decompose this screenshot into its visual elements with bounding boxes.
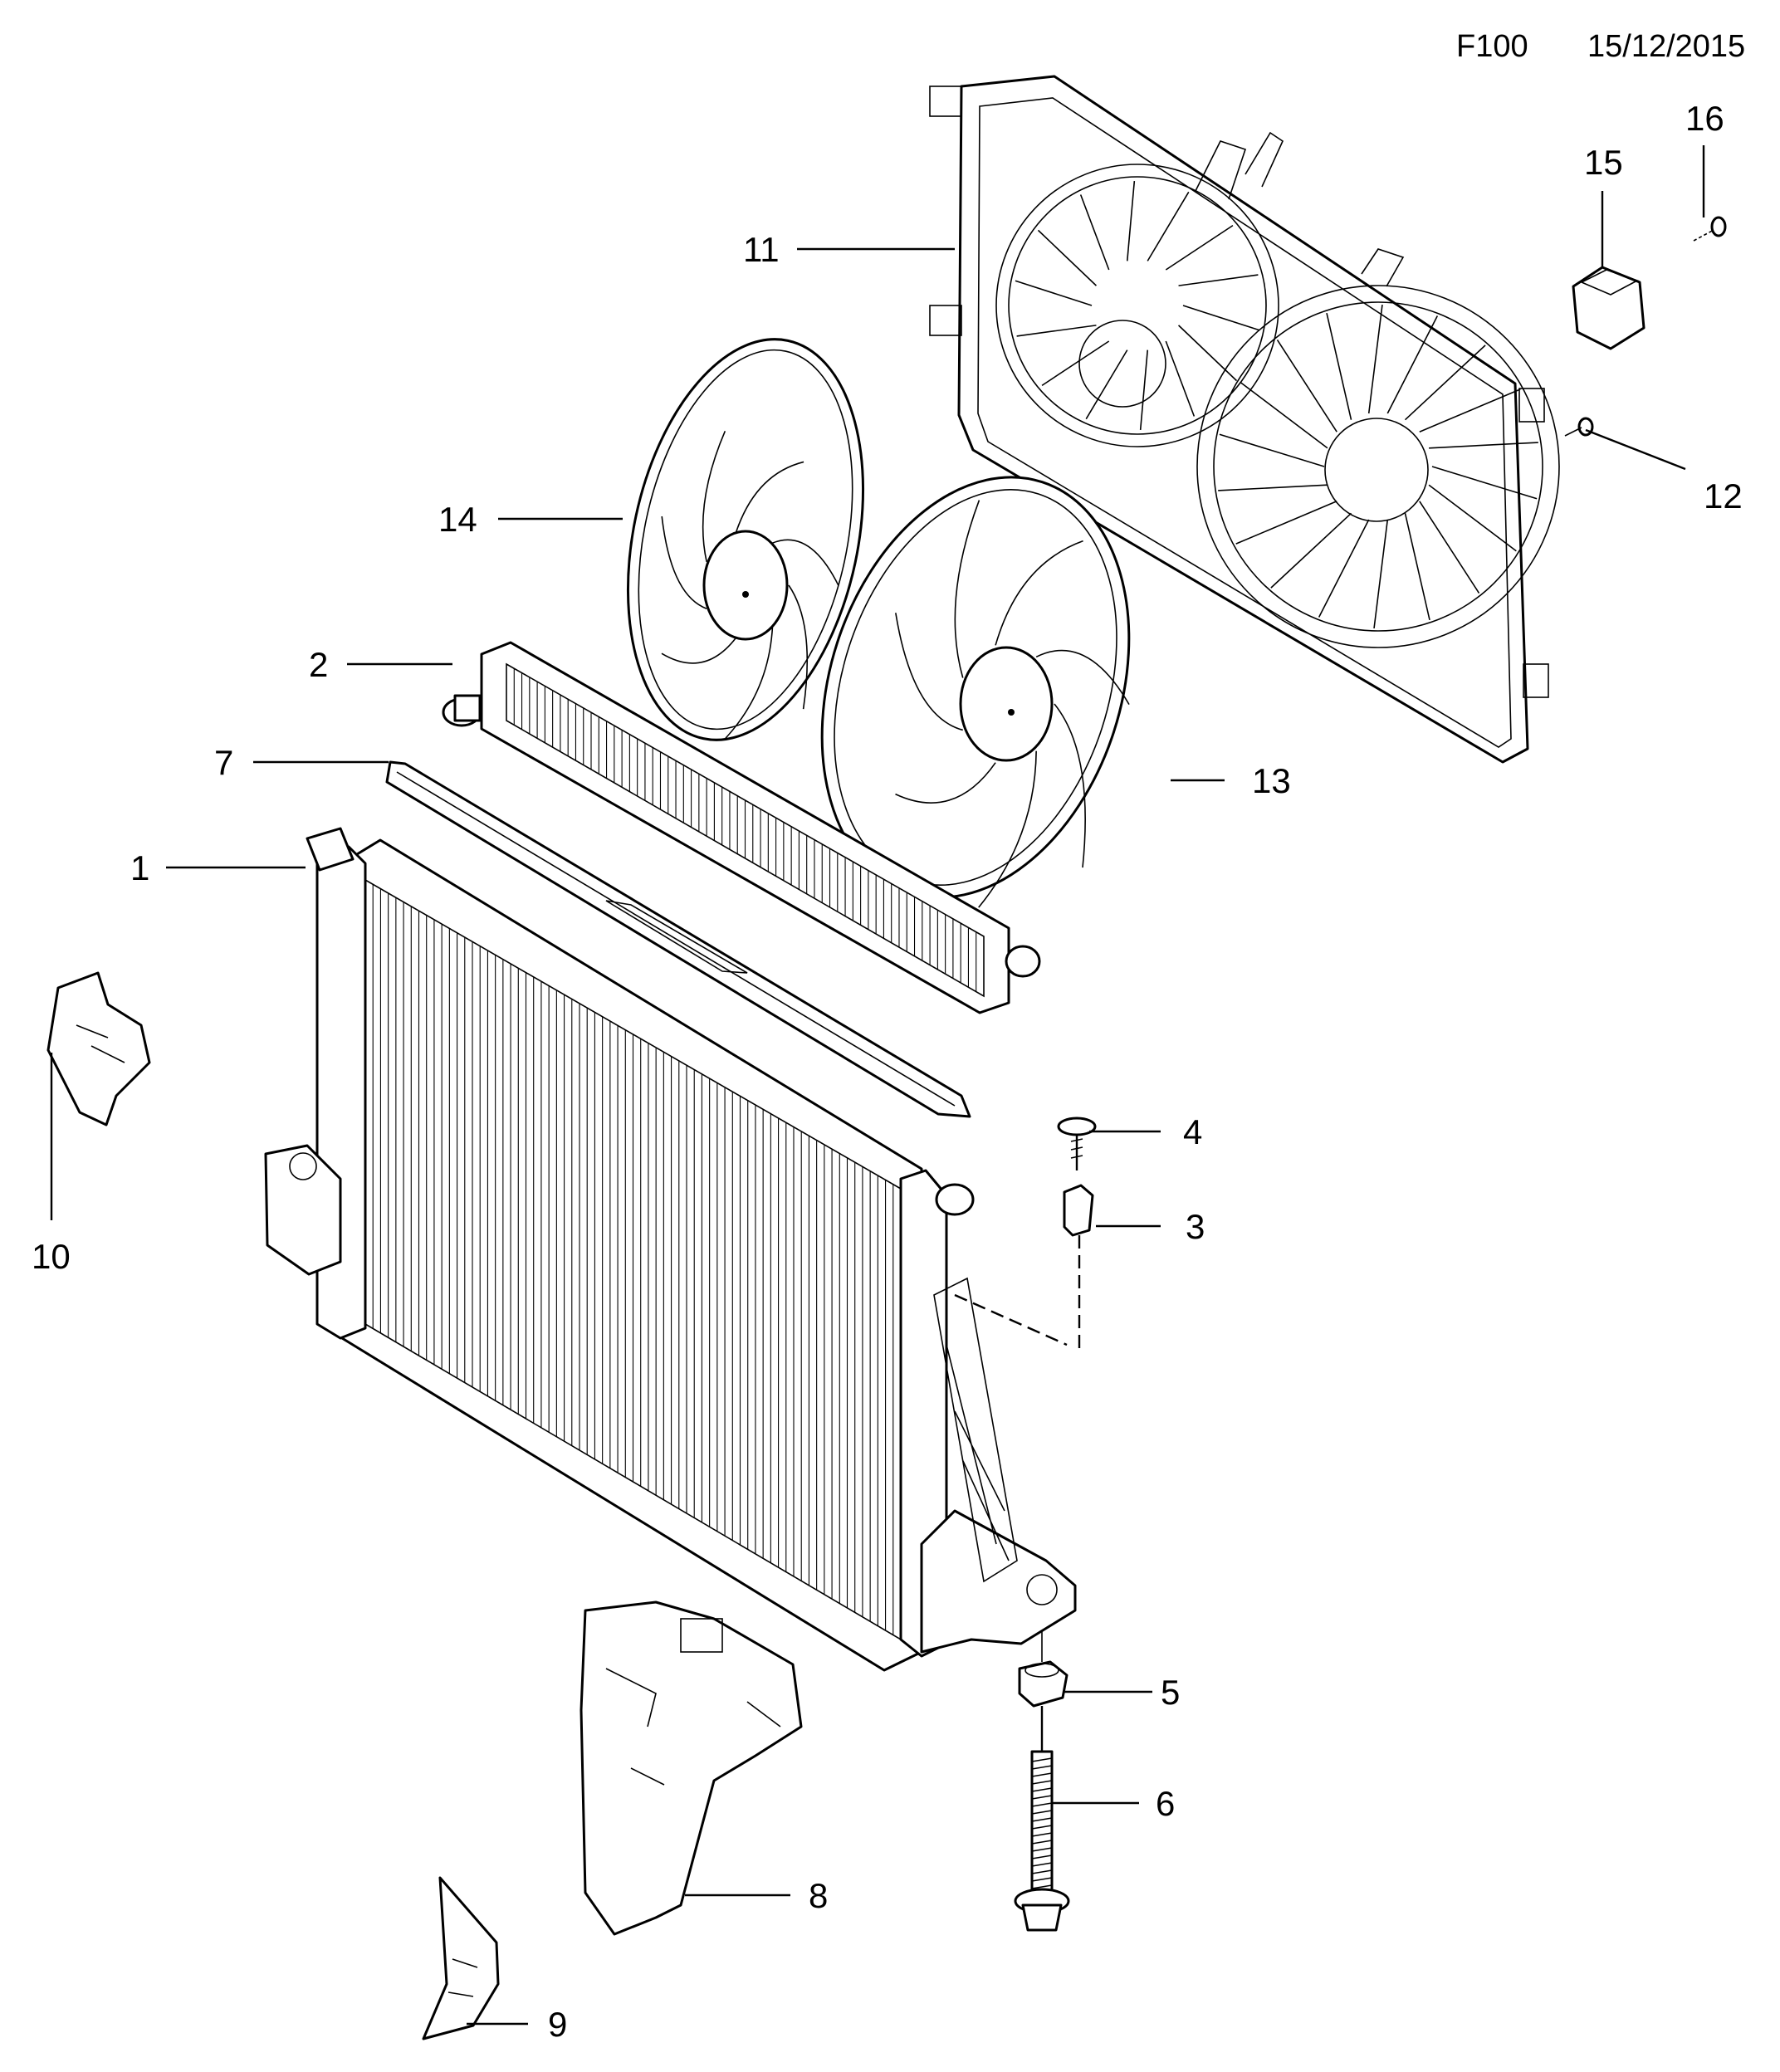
diagram-date: 15/12/2015	[1587, 29, 1745, 64]
fan-14	[626, 338, 865, 741]
callout-7: 7	[214, 743, 233, 782]
aux-radiator	[442, 641, 1041, 1014]
clip-3	[1063, 1184, 1094, 1349]
main-radiator	[264, 827, 1077, 1672]
callout-3: 3	[1186, 1207, 1205, 1246]
callout-2: 2	[309, 645, 328, 684]
fan-13	[820, 476, 1131, 908]
callout-14: 14	[438, 500, 477, 539]
callout-9: 9	[548, 2005, 567, 2044]
callout-11: 11	[743, 230, 780, 269]
air-deflector-small	[422, 1876, 500, 2040]
callout-12: 12	[1704, 476, 1743, 516]
callout-15: 15	[1584, 143, 1623, 182]
callout-5: 5	[1161, 1673, 1180, 1712]
callout-labels: 1 2 3 4 5 6 7 8 9 10 11 12 13 14 15 16	[32, 99, 1743, 2044]
leader-lines	[50, 145, 1705, 2026]
callout-1: 1	[130, 848, 149, 887]
air-deflector-left	[46, 971, 151, 1126]
callout-8: 8	[809, 1876, 828, 1915]
screw-16	[1693, 216, 1727, 242]
bolt-4	[1057, 1117, 1097, 1170]
air-deflector-lower	[579, 1600, 803, 1936]
resistor-module	[1572, 266, 1646, 350]
callout-13: 13	[1252, 761, 1291, 800]
callout-6: 6	[1156, 1784, 1175, 1823]
diagram-code: F100	[1456, 29, 1528, 64]
screw-12	[1564, 417, 1594, 437]
callout-4: 4	[1183, 1112, 1202, 1151]
seal-strip	[385, 760, 971, 1118]
nut-5	[1018, 1631, 1068, 1708]
callout-10: 10	[32, 1237, 71, 1276]
fan-shroud	[929, 75, 1560, 764]
callout-16: 16	[1685, 99, 1724, 138]
bolt-6	[1014, 1706, 1070, 1932]
